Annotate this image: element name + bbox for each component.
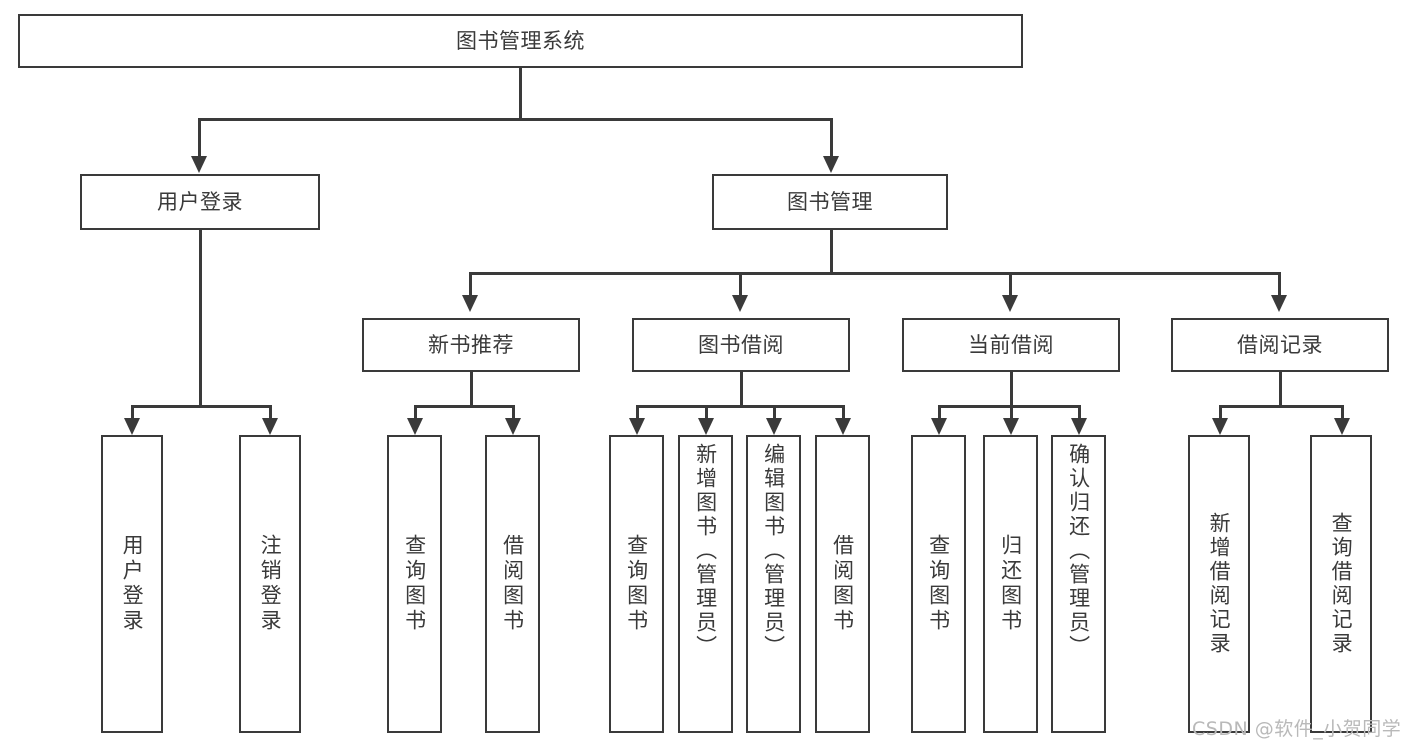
arrow-book-mgmt bbox=[823, 156, 839, 173]
connector-drop-book-borrow bbox=[739, 272, 742, 297]
connector-bus-new-book bbox=[414, 405, 513, 408]
arrow-bb-add-book bbox=[698, 418, 714, 435]
connector-stem-new-book bbox=[470, 372, 473, 405]
connector-stem-borrow-record bbox=[1279, 372, 1282, 405]
node-user-login[interactable]: 用户登录 bbox=[80, 174, 320, 230]
arrow-borrow-record bbox=[1271, 295, 1287, 312]
arrow-br-query-record bbox=[1334, 418, 1350, 435]
leaf-cb-query-book[interactable]: 查询图书 bbox=[911, 435, 966, 733]
node-label: 图书管理 bbox=[787, 189, 873, 214]
arrow-leaf-logout-login bbox=[262, 418, 278, 435]
connector-drop-cb-3 bbox=[1078, 405, 1081, 420]
connector-drop-current-borrow bbox=[1009, 272, 1012, 297]
arrow-cb-confirm-return bbox=[1071, 418, 1087, 435]
csdn-watermark: CSDN @软件_小贺同学 bbox=[1192, 718, 1402, 740]
leaf-cb-confirm-return[interactable]: 确认归还（管理员） bbox=[1051, 435, 1106, 733]
arrow-nb-query-book bbox=[407, 418, 423, 435]
node-label: 注销登录 bbox=[258, 534, 283, 634]
leaf-bb-edit-book[interactable]: 编辑图书（管理员） bbox=[746, 435, 801, 733]
arrow-user-login bbox=[191, 156, 207, 173]
connector-drop-new-book bbox=[469, 272, 472, 297]
node-label: 当前借阅 bbox=[968, 332, 1054, 357]
node-label: 查询图书 bbox=[402, 534, 427, 634]
connector-drop-bb-4 bbox=[842, 405, 845, 420]
node-label: 查询图书 bbox=[926, 534, 951, 634]
leaf-bb-add-book[interactable]: 新增图书（管理员） bbox=[678, 435, 733, 733]
node-borrow-record[interactable]: 借阅记录 bbox=[1171, 318, 1389, 372]
arrow-new-book-rec bbox=[462, 295, 478, 312]
connector-root-stem-main bbox=[519, 68, 522, 118]
node-current-borrow[interactable]: 当前借阅 bbox=[902, 318, 1120, 372]
node-new-book-recommend[interactable]: 新书推荐 bbox=[362, 318, 580, 372]
arrow-bb-borrow-book bbox=[835, 418, 851, 435]
connector-drop-bb-1 bbox=[636, 405, 639, 420]
connector-bus-borrow-record bbox=[1219, 405, 1342, 408]
node-label: 查询图书 bbox=[624, 534, 649, 634]
connector-drop-cb-2 bbox=[1010, 405, 1013, 420]
connector-drop-bb-3 bbox=[773, 405, 776, 420]
node-label: 图书管理系统 bbox=[456, 28, 585, 53]
node-label: 借阅图书 bbox=[500, 534, 525, 634]
leaf-cb-return-book[interactable]: 归还图书 bbox=[983, 435, 1038, 733]
connector-drop-br-2 bbox=[1341, 405, 1344, 420]
node-label: 借阅记录 bbox=[1237, 332, 1323, 357]
node-label: 新书推荐 bbox=[428, 332, 514, 357]
node-label: 借阅图书 bbox=[830, 534, 855, 634]
connector-bus-level3 bbox=[469, 272, 1281, 275]
arrow-cb-query-book bbox=[931, 418, 947, 435]
connector-drop-cb-1 bbox=[938, 405, 941, 420]
connector-drop-nb-2 bbox=[512, 405, 515, 420]
arrow-leaf-user-login bbox=[124, 418, 140, 435]
connector-drop-br-1 bbox=[1219, 405, 1222, 420]
node-label: 确认归还（管理员） bbox=[1066, 443, 1091, 659]
connector-drop-book-mgmt bbox=[830, 118, 833, 156]
node-label: 图书借阅 bbox=[698, 332, 784, 357]
node-label: 用户登录 bbox=[157, 189, 243, 214]
node-label: 归还图书 bbox=[998, 534, 1023, 634]
connector-drop-borrow-record bbox=[1278, 272, 1281, 297]
connector-drop-nb-1 bbox=[414, 405, 417, 420]
arrow-bb-query-book bbox=[629, 418, 645, 435]
leaf-bb-borrow-book[interactable]: 借阅图书 bbox=[815, 435, 870, 733]
connector-stem-user-login bbox=[199, 230, 202, 405]
leaf-user-login[interactable]: 用户登录 bbox=[101, 435, 163, 733]
arrow-bb-edit-book bbox=[766, 418, 782, 435]
connector-stem-book-mgmt bbox=[830, 230, 833, 272]
leaf-br-query-record[interactable]: 查询借阅记录 bbox=[1310, 435, 1372, 733]
connector-drop-bb-2 bbox=[705, 405, 708, 420]
connector-bus-user-login bbox=[131, 405, 270, 408]
connector-drop-user-login bbox=[198, 118, 201, 156]
arrow-cb-return-book bbox=[1003, 418, 1019, 435]
leaf-bb-query-book[interactable]: 查询图书 bbox=[609, 435, 664, 733]
node-book-borrow[interactable]: 图书借阅 bbox=[632, 318, 850, 372]
connector-drop-user-login-1 bbox=[131, 405, 134, 420]
node-label: 编辑图书（管理员） bbox=[761, 443, 786, 659]
leaf-nb-query-book[interactable]: 查询图书 bbox=[387, 435, 442, 733]
arrow-book-borrow bbox=[732, 295, 748, 312]
leaf-br-add-record[interactable]: 新增借阅记录 bbox=[1188, 435, 1250, 733]
leaf-nb-borrow-book[interactable]: 借阅图书 bbox=[485, 435, 540, 733]
connector-bus-book-borrow bbox=[636, 405, 843, 408]
node-label: 新增借阅记录 bbox=[1207, 512, 1232, 656]
node-label: 查询借阅记录 bbox=[1329, 512, 1354, 656]
node-label: 用户登录 bbox=[120, 534, 145, 634]
node-label: 新增图书（管理员） bbox=[693, 443, 718, 659]
connector-drop-user-login-2 bbox=[269, 405, 272, 420]
arrow-br-add-record bbox=[1212, 418, 1228, 435]
leaf-logout-login[interactable]: 注销登录 bbox=[239, 435, 301, 733]
arrow-nb-borrow-book bbox=[505, 418, 521, 435]
arrow-current-borrow bbox=[1002, 295, 1018, 312]
connector-bus-level1 bbox=[198, 118, 832, 121]
connector-bus-current-borrow bbox=[938, 405, 1081, 408]
node-root[interactable]: 图书管理系统 bbox=[18, 14, 1023, 68]
connector-stem-current-borrow bbox=[1010, 372, 1013, 405]
node-book-management[interactable]: 图书管理 bbox=[712, 174, 948, 230]
connector-stem-book-borrow bbox=[740, 372, 743, 405]
